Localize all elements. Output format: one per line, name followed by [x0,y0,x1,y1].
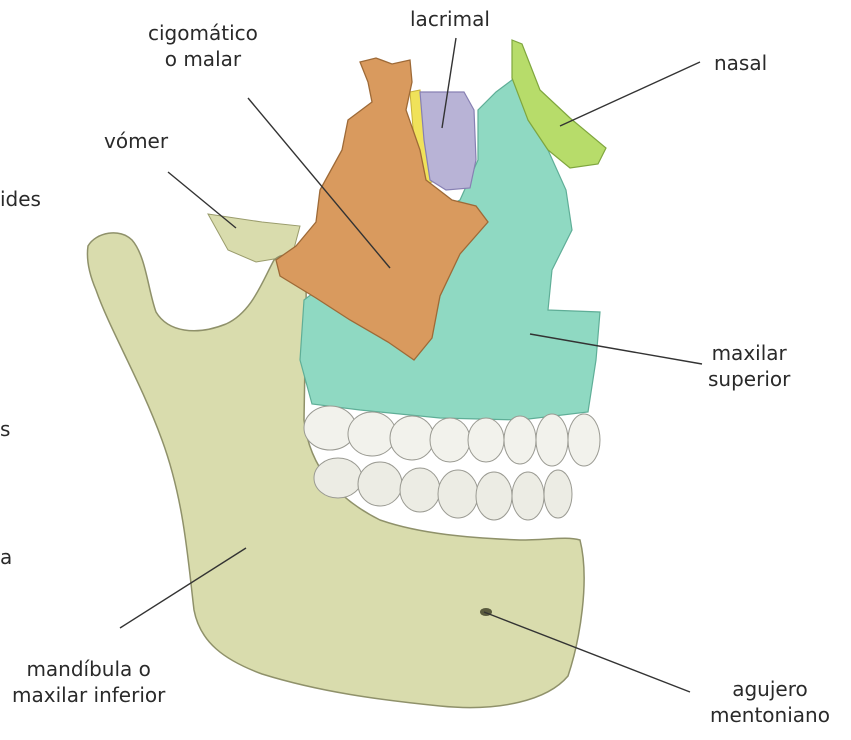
leader-vomer [168,172,236,228]
label-agujero-mentoniano: agujero mentoniano [710,676,830,728]
label-mandibula: mandíbula o maxilar inferior [12,656,165,708]
label-cut-left-2: s [0,416,10,442]
label-cigomatico: cigomático o malar [148,20,258,72]
label-vomer: vómer [104,128,168,154]
label-cut-left-3: a [0,544,12,570]
label-lacrimal: lacrimal [410,6,490,32]
label-cut-left-1: ides [0,186,41,212]
leader-nasal [560,62,700,126]
label-maxilar-superior: maxilar superior [708,340,790,392]
label-nasal: nasal [714,50,767,76]
